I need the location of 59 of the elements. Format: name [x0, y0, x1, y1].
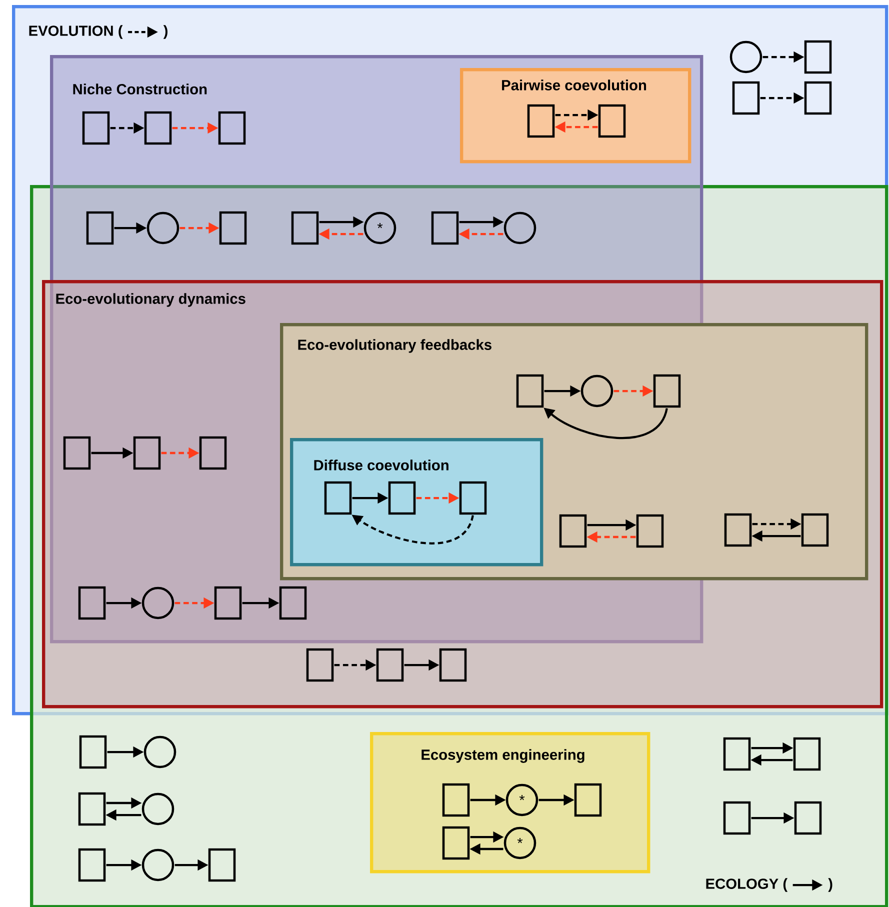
square-symbol [442, 783, 470, 817]
square-symbol [793, 737, 821, 771]
square-symbol [636, 514, 664, 548]
square-symbol [439, 648, 467, 682]
square-symbol [291, 211, 319, 245]
square-symbol [219, 211, 247, 245]
region-title: ) [163, 25, 168, 39]
square-symbol [78, 792, 106, 826]
circle-symbol [142, 792, 174, 826]
square-symbol [199, 436, 227, 470]
circle-symbol [146, 212, 180, 244]
square-symbol [723, 737, 751, 771]
square-symbol [78, 848, 106, 882]
square-symbol [306, 648, 334, 682]
region-title: Pairwise coevolution [502, 80, 646, 90]
square-symbol [653, 374, 681, 408]
square-symbol [794, 801, 822, 835]
square-symbol [459, 481, 487, 515]
region-title: EVOLUTION ( [29, 25, 123, 39]
square-symbol [723, 801, 751, 835]
square-symbol [279, 586, 307, 620]
square-symbol [82, 111, 110, 145]
square-symbol [431, 211, 459, 245]
square-symbol [324, 481, 352, 515]
region-title: Eco-evolutionary dynamics [56, 293, 246, 307]
square-symbol [804, 40, 832, 74]
square-symbol [86, 211, 114, 245]
square-symbol [208, 848, 236, 882]
square-symbol [724, 513, 752, 547]
circle-symbol [730, 40, 762, 74]
square-symbol [376, 648, 404, 682]
circle-symbol [142, 586, 174, 620]
region-title: Niche Construction [73, 84, 207, 94]
square-symbol [144, 111, 172, 145]
square-symbol [214, 586, 242, 620]
square-symbol [63, 436, 91, 470]
circle-symbol [142, 848, 174, 882]
square-symbol [218, 111, 246, 145]
region-title: Diffuse coevolution [314, 460, 448, 470]
square-symbol [78, 586, 106, 620]
region-title: Eco-evolutionary feedbacks [298, 339, 492, 353]
square-symbol [79, 735, 107, 769]
square-symbol [804, 81, 832, 115]
square-symbol [801, 513, 829, 547]
region-title: ECOLOGY ( [706, 878, 788, 892]
square-symbol [527, 104, 555, 138]
square-symbol [516, 374, 544, 408]
square-symbol [442, 826, 470, 860]
square-symbol [388, 481, 416, 515]
square-symbol [598, 104, 626, 138]
square-symbol [732, 81, 760, 115]
circle-symbol [144, 736, 176, 768]
square-symbol [133, 436, 161, 470]
circle-symbol [580, 374, 614, 408]
square-symbol [574, 783, 602, 817]
circle-symbol [504, 212, 536, 244]
square-symbol [559, 514, 587, 548]
region-title: Ecosystem engineering [422, 749, 584, 763]
region-title: ) [828, 878, 832, 892]
